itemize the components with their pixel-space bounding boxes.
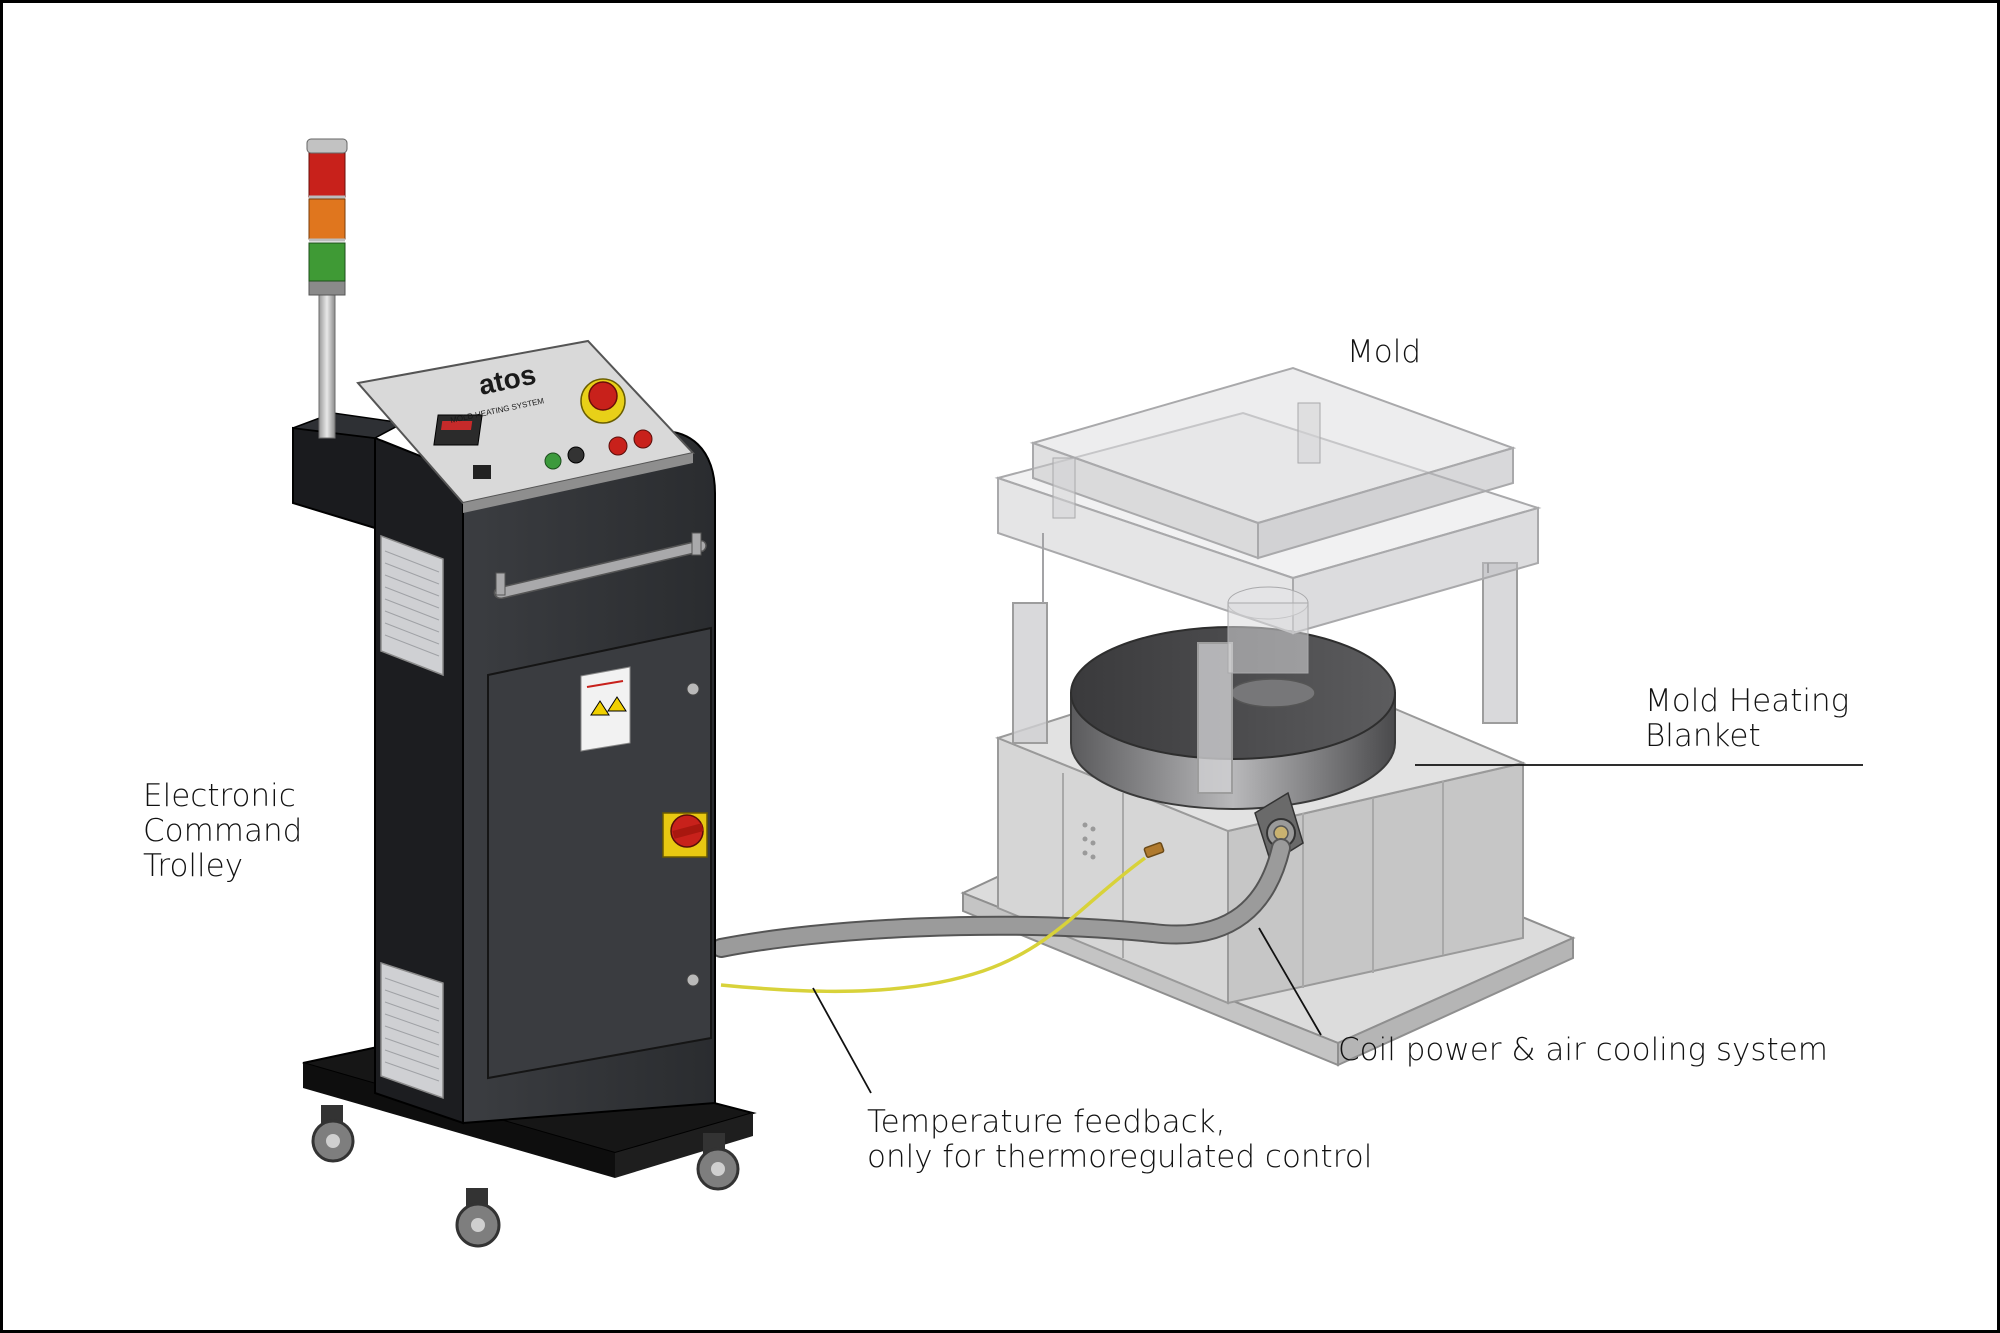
label-coil-text: Coil power & air cooling system — [1338, 1032, 1828, 1068]
label-mold: Mold — [1347, 335, 1421, 370]
label-coil-power: Coil power & air cooling system — [1338, 1033, 1828, 1068]
main-isolator-switch — [662, 812, 708, 858]
vent-grille — [380, 534, 444, 677]
label-command-trolley: Electronic Command Trolley — [143, 779, 302, 884]
label-temperature-line-2: only for thermoregulated control — [867, 1139, 1373, 1175]
label-trolley-line-3: Trolley — [143, 848, 244, 884]
trolley-wheel — [455, 1188, 501, 1248]
label-trolley-line-1: Electronic — [143, 778, 296, 814]
lamp-green — [308, 242, 346, 282]
label-blanket-line-2: Blanket — [1645, 718, 1761, 754]
mold — [960, 366, 1576, 1067]
trolley-wheel — [696, 1133, 740, 1191]
leader-temperature — [812, 987, 872, 1094]
temperature-sensor-wire — [720, 856, 1147, 994]
cabinet-door — [487, 626, 712, 1080]
system-illustration: atos MOLD HEATING SYSTEM — [292, 138, 1863, 1248]
label-mold-text: Mold — [1347, 334, 1422, 370]
label-mold-heating-blanket: Mold Heating Blanket — [1645, 684, 1849, 754]
mold-upper-plate — [994, 366, 1542, 674]
lamp-red — [308, 152, 346, 198]
label-temperature-line-1: Temperature feedback, — [867, 1104, 1226, 1140]
label-blanket-line-1: Mold Heating — [1645, 683, 1850, 719]
thermocouple-fitting — [1143, 842, 1165, 858]
signal-tower-pole — [318, 292, 336, 439]
mold-guide-pillar — [1197, 642, 1233, 794]
trolley-handle — [493, 539, 707, 600]
label-trolley-line-2: Command — [143, 813, 303, 849]
command-trolley — [292, 138, 757, 1248]
control-panel — [356, 339, 695, 513]
signal-tower — [306, 138, 348, 439]
coil-connector — [1254, 791, 1304, 865]
leader-coil — [1258, 927, 1322, 1036]
mold-guide-pillar — [1012, 602, 1048, 744]
label-temperature-feedback: Temperature feedback, only for thermoreg… — [867, 1105, 1372, 1175]
warning-label — [580, 666, 631, 752]
leader-lines — [812, 764, 1863, 1094]
vent-grille — [380, 961, 444, 1100]
lamp-orange — [308, 198, 346, 240]
mold-guide-pillar — [1482, 562, 1518, 724]
trolley-wheel — [311, 1105, 355, 1163]
